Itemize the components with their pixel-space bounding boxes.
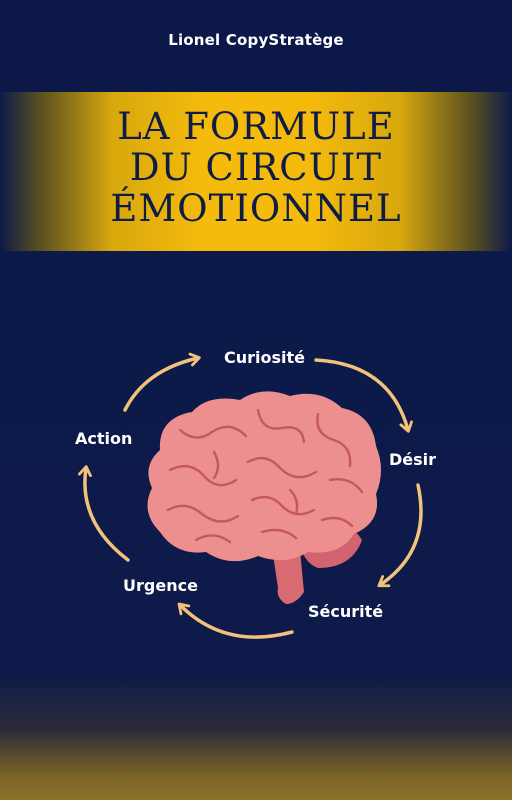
author-name: Lionel CopyStratège: [168, 31, 344, 49]
title-band: [0, 92, 512, 251]
curved-arrow-icon: [177, 602, 294, 639]
title-line-3: ÉMOTIONNEL: [110, 187, 402, 230]
step-securite: Sécurité: [308, 602, 384, 621]
curved-arrow-icon: [78, 465, 130, 562]
step-curiosite: Curiosité: [224, 348, 306, 367]
step-action: Action: [75, 429, 133, 448]
curved-arrow-icon: [314, 358, 413, 433]
title-line-1: LA FORMULE: [117, 105, 395, 148]
step-desir: Désir: [389, 450, 437, 469]
book-title: LA FORMULE DU CIRCUIT ÉMOTIONNEL: [0, 106, 512, 229]
curved-arrow-icon: [377, 483, 423, 588]
step-urgence: Urgence: [123, 576, 198, 595]
curved-arrow-icon: [123, 352, 201, 412]
brain-icon: [147, 391, 381, 604]
title-line-2: DU CIRCUIT: [129, 146, 383, 189]
